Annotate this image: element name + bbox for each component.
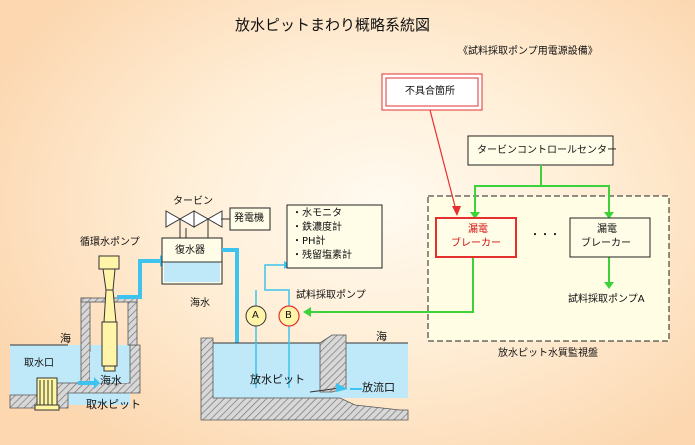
sampling-pump-label: 試料採取ポンプ <box>296 290 366 301</box>
monitor-item: ・鉄濃度計 <box>292 222 342 233</box>
discharge-pit-structure <box>200 334 409 421</box>
power-feed-lines <box>310 165 610 313</box>
breaker-right-box <box>569 217 651 258</box>
intake-pit-label: 取水ピット <box>86 398 141 411</box>
pump-a-label: A <box>252 310 259 321</box>
seawater-label: 海水 <box>190 298 210 309</box>
monitor-item: ・残留塩素計 <box>292 250 352 261</box>
breaker-right-label-2: ブレーカー <box>581 238 631 249</box>
defect-arrow <box>429 109 458 215</box>
turbine-valves <box>165 210 230 238</box>
monitor-item: ・水モニタ <box>292 208 342 219</box>
breaker-left-box <box>435 217 517 258</box>
circ-pump-label: 循環水ポンプ <box>80 237 140 248</box>
breaker-left-label-2: ブレーカー <box>451 238 501 249</box>
pump-b-circle <box>278 305 300 327</box>
sea-left-label: 海 <box>60 332 71 345</box>
discharge-pit-water <box>213 343 408 398</box>
turbine-label: タービン <box>173 196 213 207</box>
sampling-pump-a-label: 試料採取ポンプA <box>568 294 645 305</box>
pump-a-circle <box>245 305 267 327</box>
breaker-right-label-1: 漏電 <box>597 224 617 235</box>
control-center-box <box>467 135 614 166</box>
seawater-in-pit-label: 海水 <box>100 374 122 387</box>
defect-label: 不具合箇所 <box>405 86 455 97</box>
generator-label: 発電機 <box>234 213 264 224</box>
control-center-label: タービンコントロールセンター <box>477 145 617 156</box>
generator-box <box>229 207 271 231</box>
discharge-pipe <box>222 248 239 352</box>
ellipsis: ・・・ <box>530 230 560 241</box>
sampling-lines <box>255 264 290 388</box>
circulating-pump <box>98 255 120 372</box>
intake-label: 取水口 <box>24 358 54 369</box>
monitor-item: ・PH計 <box>292 236 326 247</box>
subtitle: 《試料採取ポンプ用電源設備》 <box>458 46 598 57</box>
condenser-label: 復水器 <box>175 245 205 256</box>
outlet-label: 放流口 <box>362 381 395 394</box>
page-title: 放水ピットまわり概略系統図 <box>235 16 431 34</box>
circ-water-pipe <box>117 259 160 299</box>
pump-b-label: B <box>285 310 292 321</box>
sea-right-label: 海 <box>376 330 387 343</box>
panel-label: 放水ピット水質監視盤 <box>498 348 598 359</box>
discharge-pit-label: 放水ピット <box>250 373 305 386</box>
breaker-left-label-1: 漏電 <box>468 224 488 235</box>
monitor-box <box>286 204 383 269</box>
